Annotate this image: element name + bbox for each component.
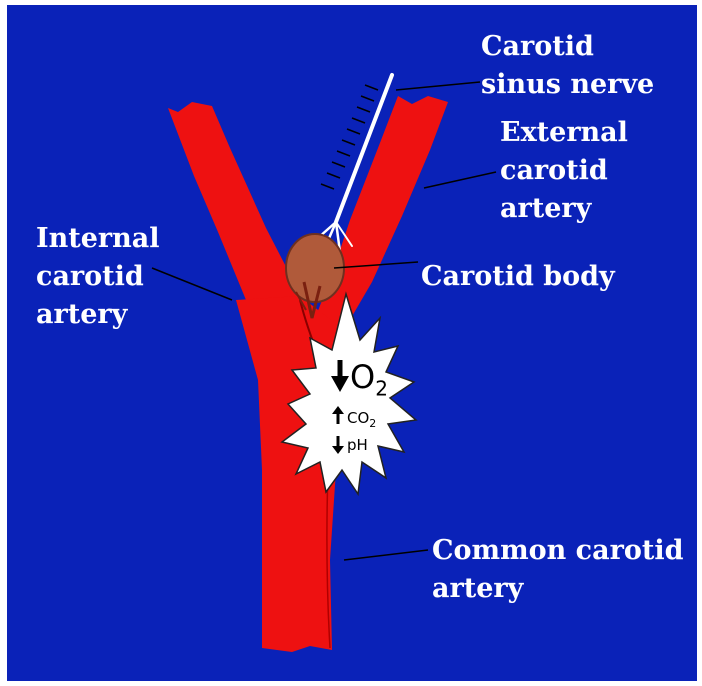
co2-label: CO2 [347, 410, 376, 432]
label-internal-carotid-artery: Internal carotid artery [36, 220, 160, 334]
label-carotid-sinus-nerve: Carotid sinus nerve [481, 28, 654, 104]
leader-carotid-sinus-nerve [396, 82, 480, 90]
label-common-carotid-artery: Common carotid artery [432, 532, 683, 608]
o2-label: O2 [350, 360, 388, 405]
label-carotid-body: Carotid body [421, 258, 615, 296]
leader-common-carotid-artery [344, 550, 428, 560]
label-external-carotid-artery: External carotid artery [500, 114, 628, 228]
leader-internal-carotid-artery [152, 268, 232, 300]
ph-label: pH [347, 437, 368, 453]
leader-external-carotid-artery [424, 172, 496, 188]
